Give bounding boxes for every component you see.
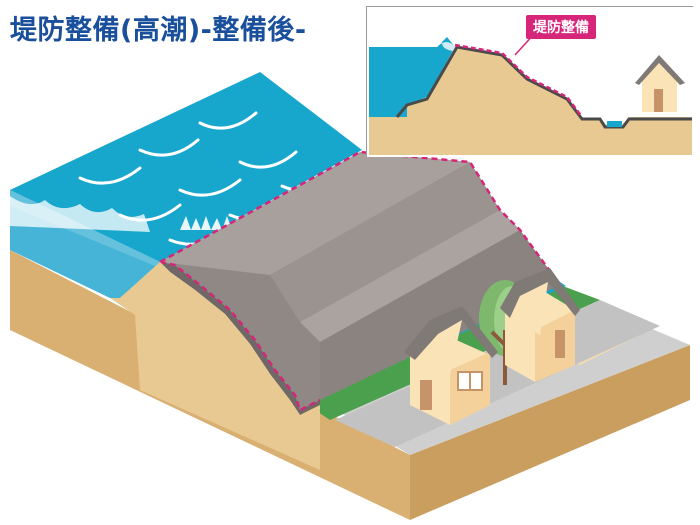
cross-section-wave xyxy=(369,37,455,51)
levee-lower-slope xyxy=(320,230,560,400)
cross-section-sea xyxy=(369,37,455,117)
house-front-illustration xyxy=(404,306,498,425)
levee-berm xyxy=(300,210,520,342)
cross-section-diagram xyxy=(367,7,694,157)
levee-highlight-outline xyxy=(159,150,562,412)
cross-section-channel xyxy=(607,121,622,127)
road-surface xyxy=(335,300,660,447)
levee-earth-front xyxy=(120,262,320,470)
inset-cross-section-panel: 堤防整備 xyxy=(366,6,694,157)
levee-front-face xyxy=(160,262,320,415)
page-title: 堤防整備(高潮)-整備後- xyxy=(10,15,307,46)
levee-crest xyxy=(270,162,500,322)
levee-upper-slope xyxy=(160,152,470,275)
ground-right-face xyxy=(410,345,690,520)
cross-section-house-icon xyxy=(635,55,685,112)
inset-label-badge: 堤防整備 xyxy=(526,15,596,39)
cross-section-highlight xyxy=(454,43,583,118)
house-back-illustration xyxy=(500,268,580,382)
